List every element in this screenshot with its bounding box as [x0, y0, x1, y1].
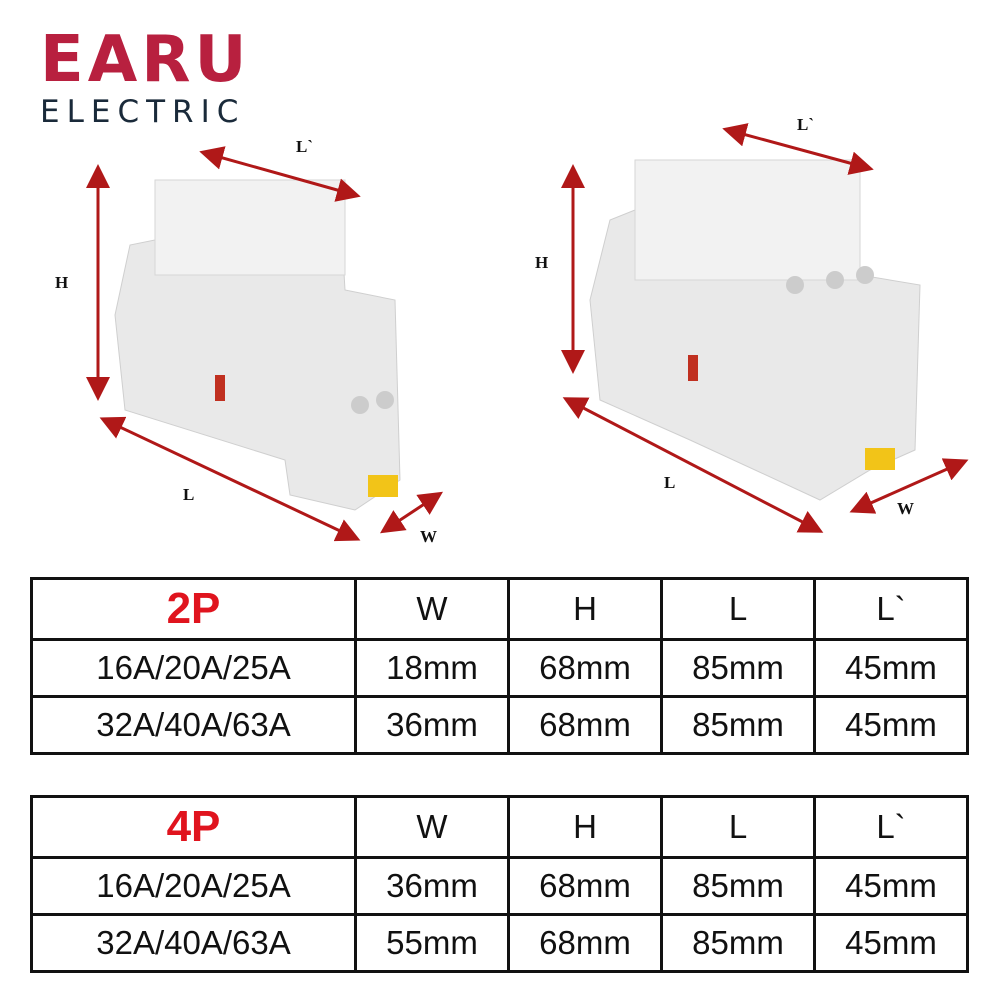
contactor-2p-image: [114, 179, 401, 511]
contactor-4p-image: [589, 159, 921, 501]
header-l: L: [660, 577, 816, 641]
label-w-2p: W: [420, 527, 437, 546]
header-w: W: [354, 577, 510, 641]
cell: 18mm: [354, 638, 510, 698]
rating-cell: 16A/20A/25A: [30, 856, 357, 916]
cell: 85mm: [660, 913, 816, 973]
cell: 45mm: [813, 638, 969, 698]
label-l-4p: L: [664, 473, 675, 492]
cell: 68mm: [507, 913, 663, 973]
cell: 55mm: [354, 913, 510, 973]
rating-cell: 16A/20A/25A: [30, 638, 357, 698]
cell: 36mm: [354, 695, 510, 755]
label-lprime-4p: L`: [797, 115, 814, 134]
earu-logo: EARU ELECTRIC: [40, 28, 251, 130]
dimension-arrows: [86, 123, 969, 542]
contactor-illustrations: H L` L W H L` L W: [55, 115, 969, 546]
cell: 85mm: [660, 638, 816, 698]
cell: 45mm: [813, 913, 969, 973]
rating-cell: 32A/40A/63A: [30, 695, 357, 755]
cell: 45mm: [813, 856, 969, 916]
cell: 68mm: [507, 695, 663, 755]
label-h-4p: H: [535, 253, 548, 272]
cell: 68mm: [507, 638, 663, 698]
label-lprime-2p: L`: [296, 137, 313, 156]
cell: 36mm: [354, 856, 510, 916]
header-h: H: [507, 795, 663, 859]
cell: 68mm: [507, 856, 663, 916]
table-title: 4P: [30, 795, 357, 859]
header-lprime: L`: [813, 795, 969, 859]
logo-sub: ELECTRIC: [40, 94, 246, 130]
label-l-2p: L: [183, 485, 194, 504]
rating-cell: 32A/40A/63A: [30, 913, 357, 973]
cell: 85mm: [660, 856, 816, 916]
header-h: H: [507, 577, 663, 641]
header-l: L: [660, 795, 816, 859]
label-w-4p: W: [897, 499, 914, 518]
label-h-2p: H: [55, 273, 68, 292]
header-w: W: [354, 795, 510, 859]
logo-brand: EARU: [40, 23, 251, 97]
header-lprime: L`: [813, 577, 969, 641]
table-title: 2P: [30, 577, 357, 641]
cell: 85mm: [660, 695, 816, 755]
cell: 45mm: [813, 695, 969, 755]
